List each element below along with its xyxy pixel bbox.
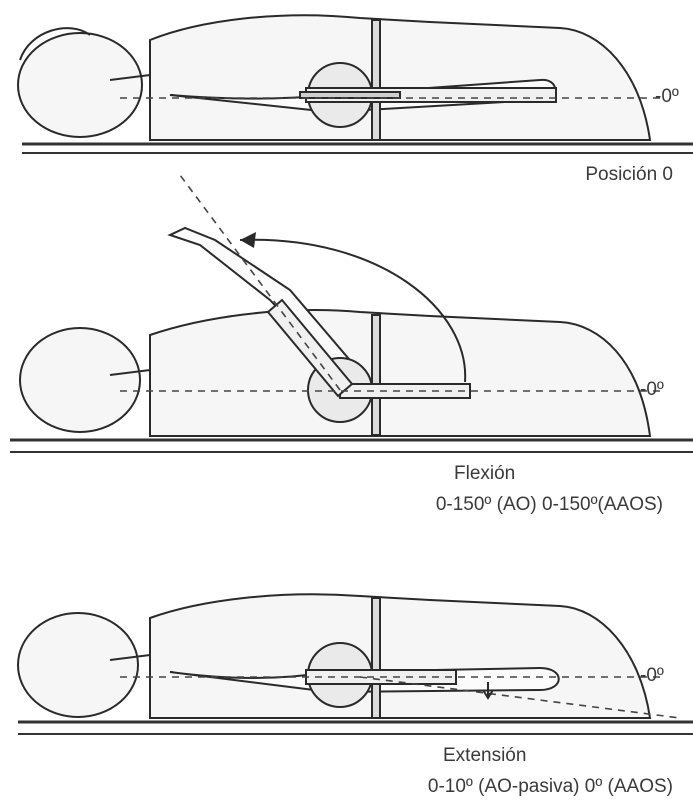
caption-flexion-title: Flexión [454, 463, 515, 485]
caption-position-zero: Posición 0 [585, 164, 673, 186]
caption-flexion-range: 0-150º (AO) 0-150º(AAOS) [436, 494, 663, 516]
panel-flexion [10, 175, 693, 452]
caption-extension-title: Extensión [443, 745, 526, 767]
zero-degree-label: -0º [640, 665, 664, 687]
arrow-head [240, 232, 256, 248]
zero-degree-label: -0º [640, 379, 664, 401]
caption-extension-range: 0-10º (AO-pasiva) 0º (AAOS) [428, 776, 673, 798]
panel-position-zero [18, 15, 693, 153]
panel-extension [18, 594, 693, 734]
zero-degree-label: -0º [655, 86, 679, 108]
